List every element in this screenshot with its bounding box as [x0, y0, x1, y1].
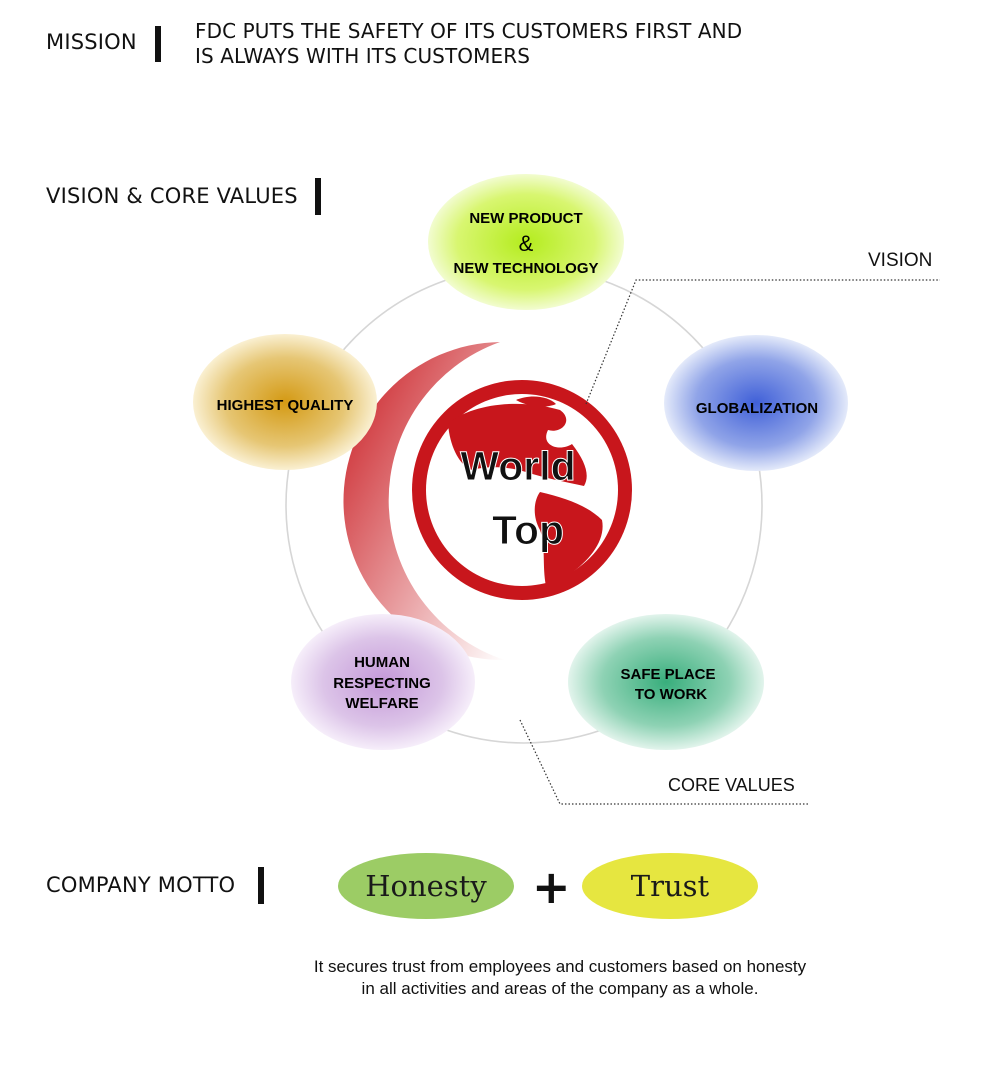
motto-description: It secures trust from employees and cust… — [250, 956, 870, 1000]
vision-core-label: VISION & CORE VALUES — [46, 184, 298, 208]
mission-line-1: FDC PUTS THE SAFETY OF ITS CUSTOMERS FIR… — [195, 19, 743, 43]
motto-divider — [258, 867, 264, 904]
node-new-product: NEW PRODUCT & NEW TECHNOLOGY — [428, 174, 624, 310]
globe-text-world: World — [460, 443, 575, 489]
node-human-line-3: WELFARE — [345, 695, 418, 712]
node-globalization: GLOBALIZATION — [664, 335, 848, 471]
motto-trust-pill: Trust — [582, 853, 758, 919]
motto-label: COMPANY MOTTO — [46, 873, 236, 897]
mission-line-2: IS ALWAYS WITH ITS CUSTOMERS — [195, 44, 531, 68]
vision-callout-label: VISION — [868, 250, 932, 271]
motto-honesty-text: Honesty — [365, 869, 487, 903]
motto-description-line-2: in all activities and areas of the compa… — [361, 979, 759, 998]
node-safe-place-line-2: TO WORK — [635, 686, 707, 703]
node-new-product-line-1: NEW PRODUCT — [469, 210, 582, 227]
motto-description-line-1: It secures trust from employees and cust… — [313, 957, 807, 976]
node-new-product-line-3: NEW TECHNOLOGY — [454, 260, 599, 277]
mission-divider — [155, 26, 161, 62]
globe-emblem — [412, 380, 632, 600]
node-safe-place-line-1: SAFE PLACE — [620, 666, 715, 683]
node-human-line-1: HUMAN — [354, 654, 410, 671]
mission-statement: FDC PUTS THE SAFETY OF ITS CUSTOMERS FIR… — [195, 19, 742, 69]
globe-text-top: Top — [492, 507, 564, 553]
mission-label: MISSION — [46, 30, 137, 54]
motto-honesty-pill: Honesty — [338, 853, 514, 919]
motto-plus-sign: + — [532, 860, 571, 914]
core-values-callout-label: CORE VALUES — [668, 775, 795, 795]
node-human-line-2: RESPECTING — [333, 675, 431, 692]
node-human-welfare: HUMAN RESPECTING WELFARE — [291, 614, 475, 750]
globe-arc — [343, 342, 505, 661]
vision-callout-line — [585, 279, 940, 405]
node-globalization-label: GLOBALIZATION — [696, 400, 818, 417]
node-quality-label: HIGHEST QUALITY — [217, 397, 354, 414]
vision-core-divider — [315, 178, 321, 215]
node-new-product-line-2: & — [519, 231, 534, 256]
motto-trust-text: Trust — [630, 869, 710, 903]
node-highest-quality: HIGHEST QUALITY — [193, 334, 377, 470]
node-safe-place: SAFE PLACE TO WORK — [568, 614, 764, 750]
